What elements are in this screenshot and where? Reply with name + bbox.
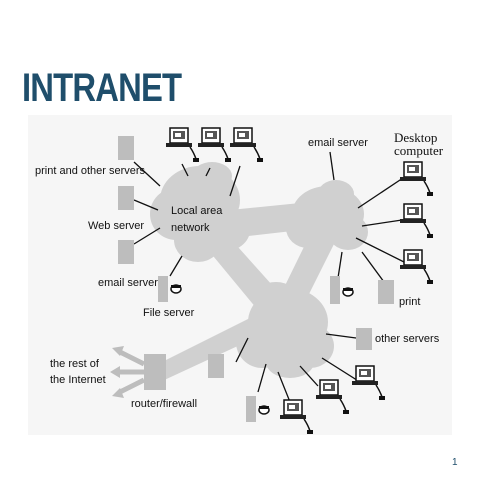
desktop-computer-icon — [351, 365, 386, 401]
lan-label-line1: Local area — [171, 205, 223, 217]
desktop-computer-icon — [165, 127, 200, 163]
connection-lines — [133, 151, 407, 403]
page-number: 1 — [452, 457, 458, 468]
desktop-computer-label-line2: computer — [394, 143, 444, 158]
lan-label-line2: network — [171, 222, 210, 234]
email-server-left-label: email server — [98, 277, 158, 289]
desktop-computer-icon — [229, 127, 264, 163]
file-server-label: File server — [143, 307, 195, 319]
desktop-computer-icon — [399, 203, 434, 239]
arrow-icon — [110, 346, 146, 398]
rest-of-internet-label-line2: the Internet — [50, 374, 106, 386]
other-servers-label: other servers — [375, 333, 440, 345]
web-server-box — [118, 186, 134, 210]
print-box — [378, 280, 394, 304]
lower-server-box — [208, 354, 224, 378]
lan-cloud — [150, 162, 250, 262]
desktop-computer-label-line1: Desktop — [394, 130, 438, 145]
disk-drive-icon — [246, 396, 270, 422]
router-firewall-box — [144, 354, 166, 390]
other-servers-box — [356, 328, 372, 350]
email-server-left-box — [118, 240, 134, 264]
print-and-other-servers-label: print and other servers — [35, 165, 146, 177]
print-label: print — [399, 296, 421, 308]
disk-drive-icon — [330, 276, 354, 304]
desktop-computer-icon — [279, 399, 314, 435]
desktop-computer-icon — [399, 161, 434, 197]
rest-of-internet-label-line1: the rest of — [50, 358, 99, 370]
print-server-box — [118, 136, 134, 160]
router-firewall-label: router/firewall — [131, 398, 198, 410]
server-boxes — [118, 136, 394, 390]
desktop-computer-icon — [315, 379, 350, 415]
lower-cloud — [236, 282, 334, 378]
email-server-right-label: email server — [308, 137, 368, 149]
disk-drive-icon — [158, 276, 182, 302]
desktop-computer-icon — [399, 249, 434, 285]
slide-title: INTRANET — [22, 66, 182, 110]
desktop-computer-icon — [197, 127, 232, 163]
web-server-label: Web server — [88, 220, 145, 232]
email-server-cloud — [286, 180, 368, 250]
